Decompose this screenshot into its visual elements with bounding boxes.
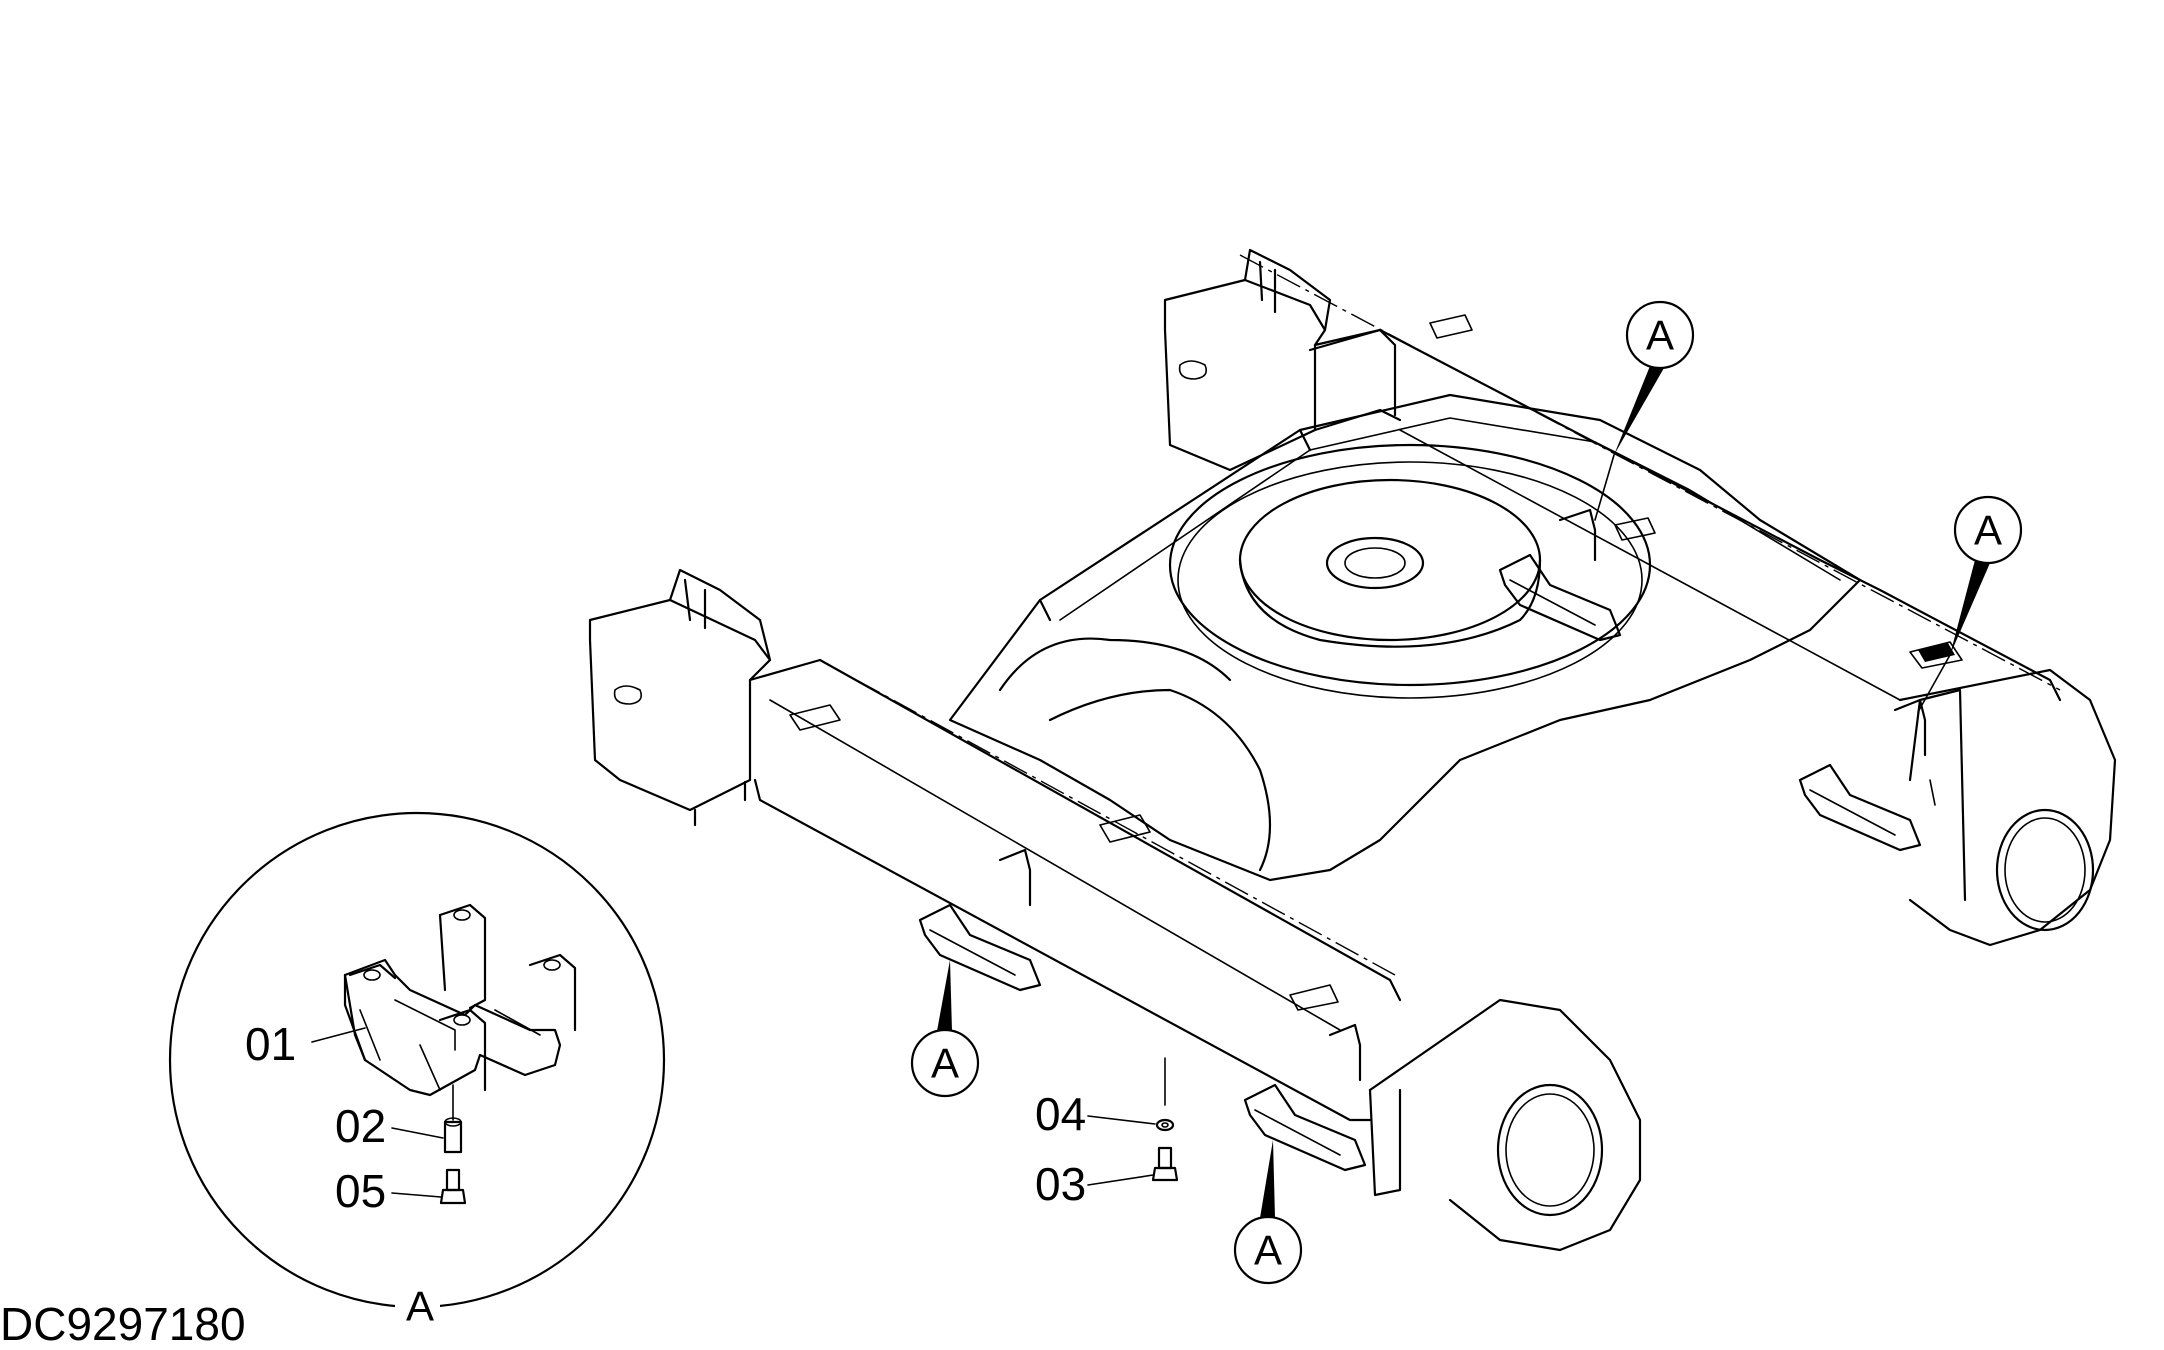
callout-letter: A [1646,312,1674,359]
guard-set-front-left [918,848,1042,992]
callout-a-top: A [1594,300,1695,521]
part-number-label: 03 [1035,1158,1086,1210]
part-number-label: 04 [1035,1088,1086,1140]
part-03-bolt: 03 [1035,1146,1179,1210]
part-number-label: 05 [335,1165,386,1217]
part-number-label: 01 [245,1018,296,1070]
callout-a-right: A [1917,495,2023,713]
guard-set-back-left [1498,508,1622,642]
callout-letter: A [931,1040,959,1087]
guard-set-back-right [1798,698,1927,852]
undercarriage-frame [588,248,2117,1252]
spacer-part-02 [443,1084,463,1154]
callout-a-front-left: A [910,960,980,1098]
callout-letter: A [1974,507,2002,554]
callout-a-front-right: A [1233,1140,1303,1285]
guard-set-front-right [1243,1023,1367,1172]
callout-letter: A [1254,1227,1282,1274]
bolt-part-05 [439,1168,467,1205]
part-04-washer: 04 [1035,1057,1175,1140]
detail-view-a: A 01 02 [168,811,666,1330]
detail-view-label: A [406,1283,434,1330]
part-number-label: 02 [335,1100,386,1152]
guard-part-01 [343,903,577,1097]
drawing-reference-code: DC9297180 [0,1298,246,1350]
